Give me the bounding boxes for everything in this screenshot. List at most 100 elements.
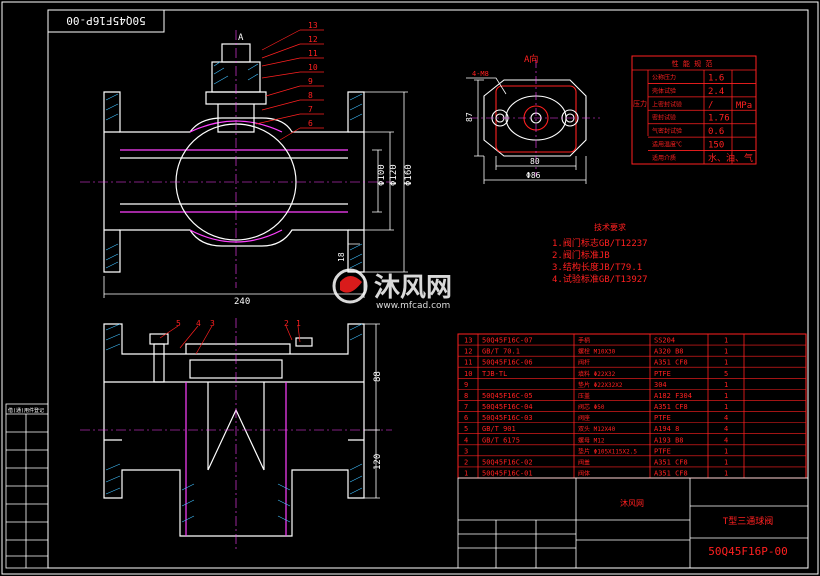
bom-name: 阀盖 bbox=[578, 458, 590, 466]
perf-value-2: / bbox=[708, 100, 713, 110]
bom-material: A351 CF8 bbox=[654, 458, 688, 466]
perf-value-4: 0.6 bbox=[708, 127, 724, 137]
balloon-11: 11 bbox=[308, 49, 318, 58]
bom-no: 12 bbox=[464, 348, 472, 356]
bom-material: PTFE bbox=[654, 370, 671, 378]
bom-code: 50Q45F16C-03 bbox=[482, 414, 533, 422]
tech-req-4: 4.试验标准GB/T13927 bbox=[552, 273, 648, 285]
bom-name: 螺母 M12 bbox=[578, 436, 605, 444]
bom-name: 压盖 bbox=[578, 392, 590, 400]
bom-no: 8 bbox=[464, 392, 468, 400]
section-a-label: A bbox=[238, 33, 244, 43]
left-strip-header: 借(通)用件登记 bbox=[8, 407, 44, 414]
balloon-bottom-1: 1 bbox=[296, 319, 301, 328]
bom-qty: 4 bbox=[724, 414, 728, 422]
bom-code: 50Q45F16C-02 bbox=[482, 458, 533, 466]
tech-req-2: 2.阀门标准JB bbox=[552, 249, 610, 261]
bom-name: 阀杆 bbox=[578, 359, 590, 367]
bom-qty: 1 bbox=[724, 348, 728, 356]
bom-code: 50Q45F16C-05 bbox=[482, 392, 533, 400]
bom-no: 7 bbox=[464, 403, 468, 411]
balloon-13: 13 bbox=[308, 21, 318, 30]
bom-no: 11 bbox=[464, 359, 472, 367]
watermark-url: www.mfcad.com bbox=[376, 301, 450, 311]
bom-no: 9 bbox=[464, 381, 468, 389]
bom-code: GB/T 6175 bbox=[482, 436, 520, 444]
bom-name: 垫片 Φ105X115X2.5 bbox=[578, 447, 637, 455]
bom-qty: 1 bbox=[724, 470, 728, 478]
dim-88: 88 bbox=[373, 371, 383, 382]
dim-18: 18 bbox=[337, 252, 346, 262]
bom-qty: 1 bbox=[724, 458, 728, 466]
perf-value-3: 1.76 bbox=[708, 114, 730, 124]
bom-name: 垫片 Φ22X32X2 bbox=[578, 381, 623, 389]
bom-name: 阀座 bbox=[578, 414, 590, 422]
perf-label-2: 上密封试验 bbox=[652, 100, 682, 108]
bom-qty: 1 bbox=[724, 392, 728, 400]
bom-code: TJB-TL bbox=[482, 370, 507, 378]
bom-code: 50Q45F16C-04 bbox=[482, 403, 533, 411]
perf-label-1: 壳体试验 bbox=[652, 87, 676, 95]
bom-name: 双头 M12X40 bbox=[578, 425, 616, 433]
perf-label-0: 公称压力 bbox=[652, 73, 676, 81]
dim-overall-length: 240 bbox=[234, 297, 250, 307]
bom-material: A320 B8 bbox=[654, 348, 684, 356]
balloon-9: 9 bbox=[308, 77, 313, 86]
bom-qty: 1 bbox=[724, 381, 728, 389]
bom-material: A351 CF8 bbox=[654, 403, 688, 411]
balloon-bottom-5: 5 bbox=[176, 319, 181, 328]
bom-material: A351 CF8 bbox=[654, 470, 688, 478]
bom-no: 13 bbox=[464, 337, 472, 345]
view-a-label: A向 bbox=[524, 53, 538, 65]
bom-material: 304 bbox=[654, 381, 667, 389]
bom-qty: 1 bbox=[724, 359, 728, 367]
rotated-number-box: 50Q45F16P-00 bbox=[47, 9, 165, 33]
perf-value-0: 1.6 bbox=[708, 73, 724, 83]
balloon-12: 12 bbox=[308, 35, 318, 44]
balloon-bottom-2: 2 bbox=[284, 319, 289, 328]
perf-value-5: 150 bbox=[708, 141, 724, 151]
dim-80: 80 bbox=[530, 157, 540, 166]
balloon-8: 8 bbox=[308, 91, 313, 100]
left-registration-strip bbox=[5, 403, 49, 569]
bom-material: A193 B8 bbox=[654, 436, 684, 444]
bom-no: 5 bbox=[464, 425, 468, 433]
title-drawing-title: T型三通球阀 bbox=[723, 515, 773, 527]
dim-phi120: Φ120 bbox=[389, 164, 399, 186]
title-block bbox=[457, 477, 809, 569]
bom-code: 50Q45F16C-07 bbox=[482, 337, 533, 345]
tech-req-1: 1.阀门标志GB/T12237 bbox=[552, 237, 648, 249]
bom-code: GB/T 70.1 bbox=[482, 348, 520, 356]
side-section-view bbox=[80, 318, 392, 550]
perf-label-4: 气密封试验 bbox=[652, 127, 682, 135]
dim-phi86: Φ86 bbox=[526, 171, 541, 180]
bom-no: 2 bbox=[464, 458, 468, 466]
perf-label-5: 适用温度℃ bbox=[652, 141, 682, 149]
bom-name: 手柄 bbox=[578, 337, 590, 345]
watermark-logo: 沐风网 www.mfcad.com bbox=[332, 268, 452, 311]
bom-name: 螺栓 M10X30 bbox=[578, 348, 616, 356]
bom-no: 10 bbox=[464, 370, 472, 378]
bom-material: SS204 bbox=[654, 337, 675, 345]
bom-no: 1 bbox=[464, 470, 468, 478]
balloon-7: 7 bbox=[308, 105, 313, 114]
bom-qty: 4 bbox=[724, 436, 728, 444]
perf-value-6: 水、油、气 bbox=[708, 152, 753, 164]
bom-no: 3 bbox=[464, 447, 468, 455]
title-drawing-number: 50Q45F16P-00 bbox=[708, 545, 787, 558]
bom-qty: 4 bbox=[724, 425, 728, 433]
rotated-drawing-number: 50Q45F16P-00 bbox=[66, 14, 145, 27]
bom-name: 阀芯 Φ50 bbox=[578, 403, 605, 411]
watermark-brand: 沐风网 bbox=[374, 273, 452, 303]
tech-requirements: 技术要求 1.阀门标志GB/T12237 2.阀门标准JB 3.结构长度JB/T… bbox=[552, 222, 648, 285]
dim-120: 120 bbox=[373, 454, 383, 470]
tech-req-3: 3.结构长度JB/T79.1 bbox=[552, 261, 642, 273]
inner-frame bbox=[47, 9, 809, 569]
perf-label-6: 适用介质 bbox=[652, 154, 676, 162]
